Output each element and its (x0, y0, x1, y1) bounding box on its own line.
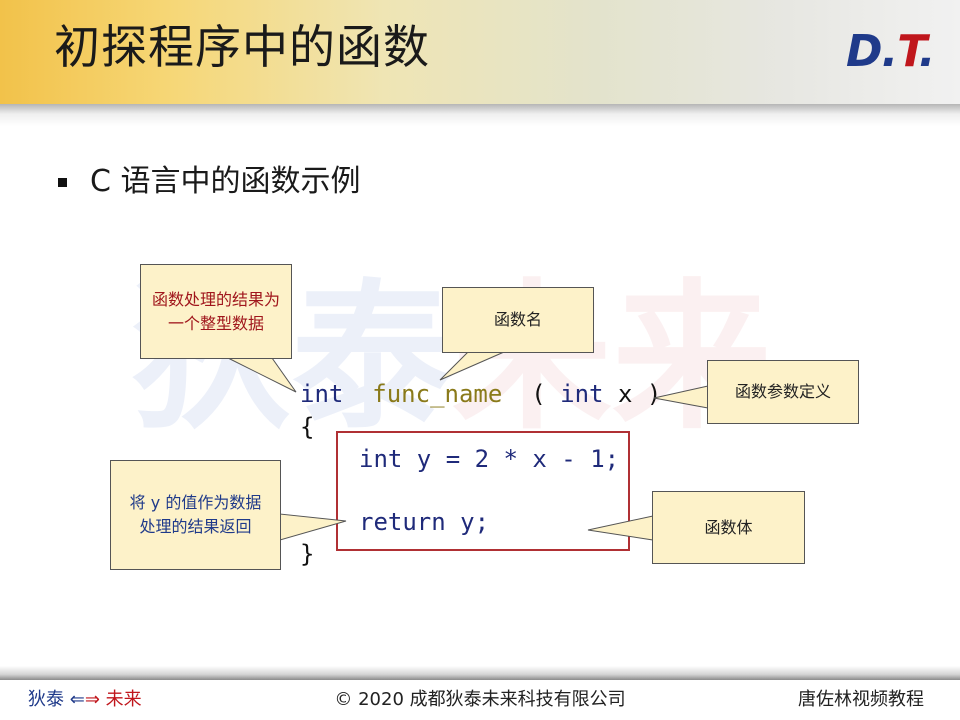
footer-divider (0, 666, 960, 680)
footer-left-a: 狄泰 (28, 689, 64, 710)
footer-copyright: © 2020 成都狄泰未来科技有限公司 (334, 689, 626, 710)
code-line-close-brace: } (300, 540, 315, 568)
tail-return-value (279, 513, 347, 541)
function-body-frame (336, 431, 630, 551)
logo-d: D (846, 26, 883, 77)
tail-body (587, 515, 654, 541)
logo-dot-2: . (918, 26, 936, 77)
logo-dot: . (881, 26, 899, 77)
page-title: 初探程序中的函数 (54, 20, 430, 74)
callout-return-value-text: 将 y 的值作为数据处理的结果返回 (129, 493, 262, 536)
callout-params-text: 函数参数定义 (734, 382, 831, 401)
callout-return-type-text: 函数处理的结果为一个整型数据 (151, 289, 280, 333)
logo: D.T. (846, 24, 935, 80)
title-shadow (0, 104, 960, 126)
code-line-statement: int y = 2 * x - 1; (359, 445, 620, 473)
callout-params: 函数参数定义 (707, 360, 859, 424)
callout-function-name: 函数名 (442, 287, 594, 353)
title-band (0, 0, 960, 104)
code-close-paren: ) (646, 380, 662, 408)
code-line-open-brace: { (300, 413, 315, 441)
callout-return-type: 函数处理的结果为一个整型数据 (140, 264, 292, 359)
tail-return-type (227, 357, 297, 393)
callout-body: 函数体 (652, 491, 805, 564)
code-function-name: func_name (372, 380, 503, 408)
callout-return-value: 将 y 的值作为数据处理的结果返回 (110, 460, 281, 570)
code-open-paren: ( (531, 380, 546, 408)
code-param-name: x (617, 380, 633, 408)
callout-body-text: 函数体 (704, 517, 753, 537)
code-line-return: return y; (359, 508, 490, 536)
code-line-signature: int func_name ( int x ) (300, 379, 661, 409)
code-return-type: int (300, 380, 344, 408)
logo-t: T (897, 26, 920, 77)
code-param-type: int (560, 380, 604, 408)
tail-name (439, 351, 505, 381)
footer-left-b: 未来 (105, 689, 142, 710)
footer-arrows-icon: ⇐⇒ (69, 689, 100, 710)
footer-right: 唐佐林视频教程 (798, 689, 924, 710)
footer-left: 狄泰 ⇐⇒ 未来 (28, 688, 142, 712)
bullet-text: C 语言中的函数示例 (90, 164, 361, 199)
callout-function-name-text: 函数名 (493, 310, 542, 329)
bullet-marker (58, 178, 67, 187)
tail-params (653, 385, 709, 409)
